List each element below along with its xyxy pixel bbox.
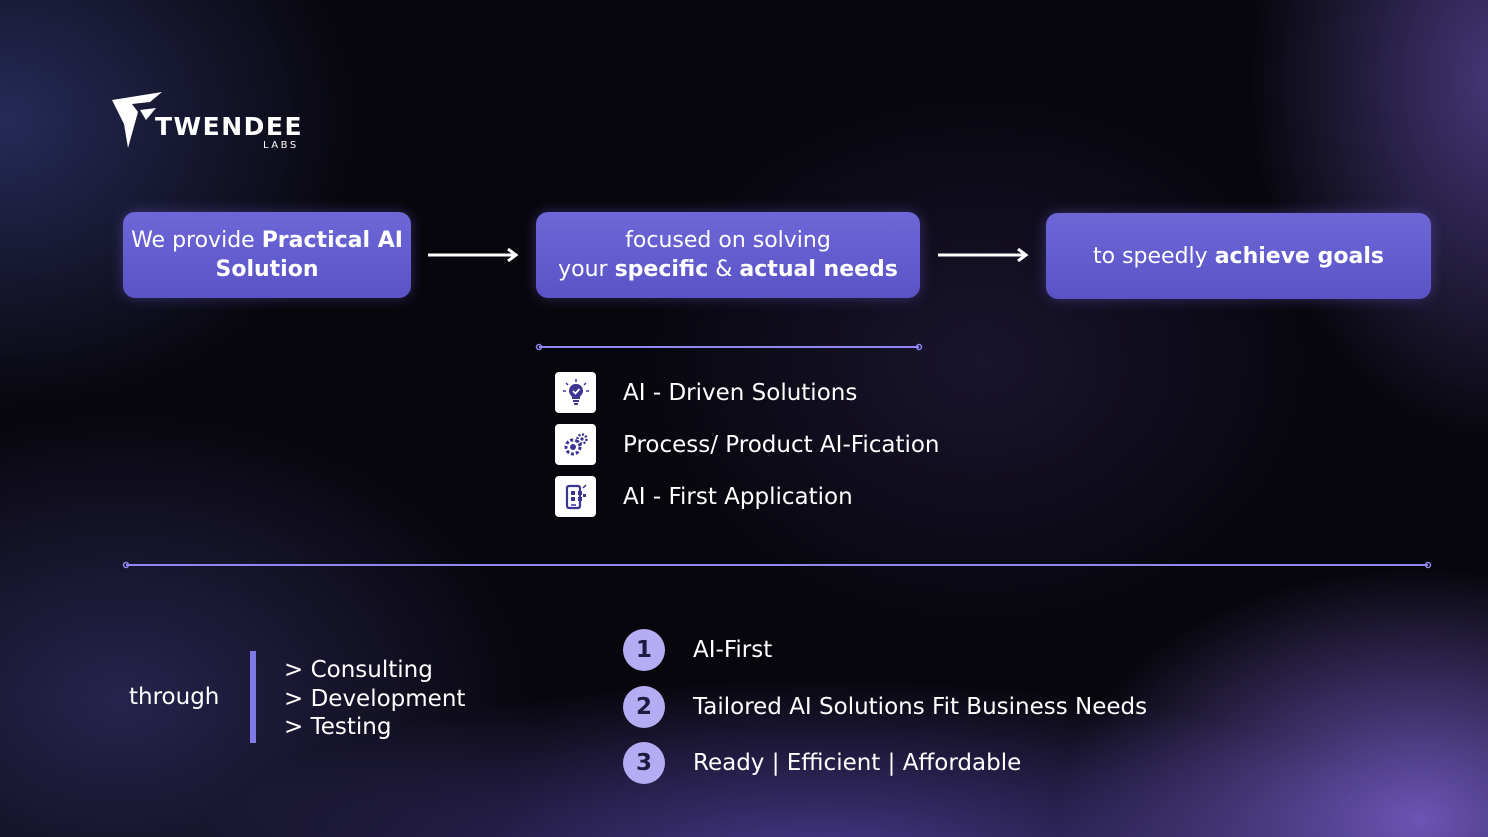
number-badge: 2 — [623, 686, 665, 728]
feature-item: Process/ Product AI-Fication — [555, 424, 940, 465]
principle-item: 3 Ready | Efficient | Affordable — [623, 742, 1021, 784]
feature-label: AI - First Application — [623, 483, 853, 510]
feature-label: Process/ Product AI-Fication — [623, 431, 940, 458]
principle-label: Tailored AI Solutions Fit Business Needs — [693, 694, 1148, 720]
principle-item: 2 Tailored AI Solutions Fit Business Nee… — [623, 686, 1147, 728]
flow-box-achieve-goals: to speedly achieve goals — [1046, 213, 1431, 299]
gears-icon — [555, 424, 596, 465]
arrow-right-icon — [938, 248, 1029, 262]
flow-box-specific-needs: focused on solving your specific & actua… — [536, 212, 920, 298]
through-label: through — [129, 684, 220, 710]
mobile-app-icon — [555, 476, 596, 517]
service-item: > Consulting — [284, 657, 433, 683]
service-item: > Testing — [284, 714, 392, 740]
brand-name: TWENDEE — [155, 112, 304, 141]
feature-item: AI - Driven Solutions — [555, 372, 857, 413]
principle-item: 1 AI-First — [623, 629, 772, 671]
brand-sub: LABS — [263, 140, 299, 151]
services-list: > Consulting > Development > Testing — [284, 656, 465, 742]
lightbulb-icon — [555, 372, 596, 413]
twendee-logo-icon — [112, 92, 162, 148]
principle-label: AI-First — [693, 637, 773, 663]
feature-label: AI - Driven Solutions — [623, 379, 858, 406]
vertical-accent-bar — [250, 651, 256, 743]
number-badge: 1 — [623, 629, 665, 671]
principle-label: Ready | Efficient | Affordable — [693, 750, 1022, 776]
flow-box-practical-ai: We provide Practical AI Solution — [123, 212, 411, 298]
feature-item: AI - First Application — [555, 476, 853, 517]
divider-short — [535, 343, 923, 351]
number-badge: 3 — [623, 742, 665, 784]
arrow-right-icon — [428, 248, 519, 262]
service-item: > Development — [284, 685, 466, 712]
divider-long — [122, 561, 1432, 569]
